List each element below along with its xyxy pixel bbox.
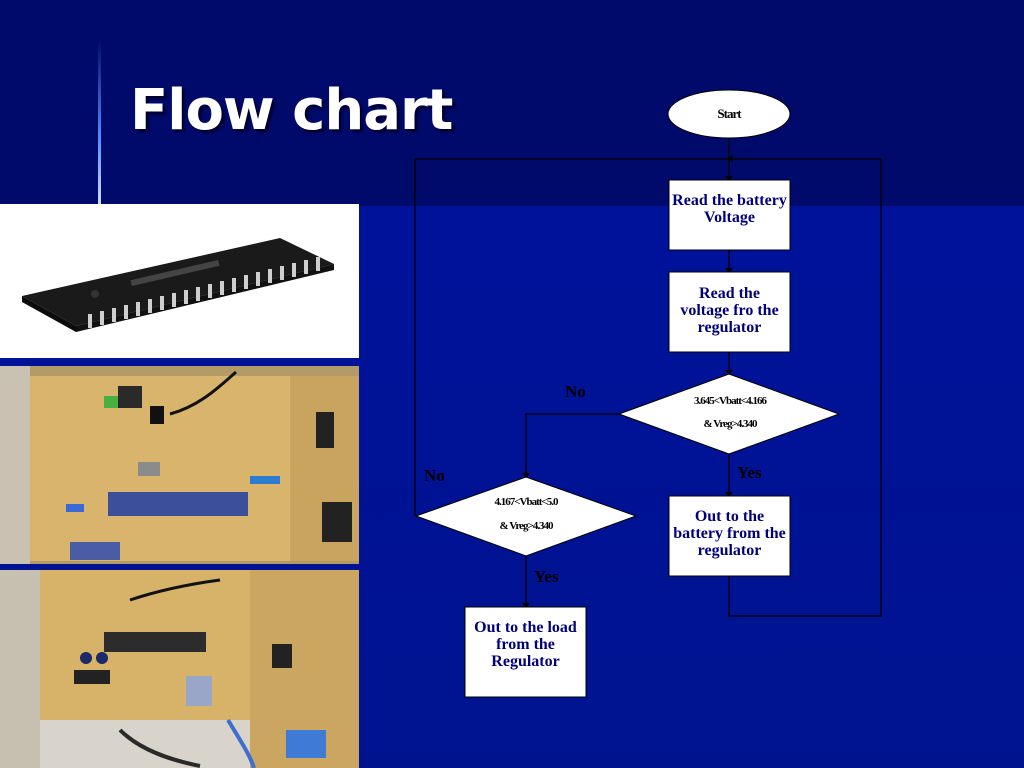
circuit-board-photo-1 [0,366,359,564]
decision-2-line-1: 4.167<Vbatt<5.0 [494,496,559,508]
out-battery-box [668,495,791,577]
out-load-box [464,606,587,698]
read-regulator-label: Read the voltage fro the regulator [680,284,779,336]
accent-line [98,40,101,206]
read-battery-box [668,179,791,251]
arrow-3 [725,370,733,375]
label-yes-1: Yes [737,463,762,482]
decision-1-line-2: & Vreg>4.340 [703,418,758,430]
read-regulator-box [668,271,791,353]
label-no-1: No [565,382,586,401]
title-band [0,0,1024,206]
start-label: Start [717,106,741,121]
arrow-4 [725,492,733,497]
loop-back-left [414,158,729,516]
decision-2 [414,476,638,557]
arrow-1 [725,176,733,181]
arrow-2 [725,268,733,273]
decision-1 [617,373,841,455]
out-battery-label: Out to the battery from the regulator [673,507,786,559]
arrow-6 [522,603,530,608]
circuit-board-photo-2 [0,570,359,768]
arrow-7 [728,155,733,163]
out-load-label: Out to the load from the Regulator [474,618,577,670]
arrow-5 [522,473,530,478]
decision-2-line-2: & Vreg>4.340 [499,520,554,532]
read-battery-label: Read the battery Voltage [672,192,787,226]
connector-no-branch [525,413,620,477]
label-yes-2: Yes [534,567,559,586]
chip-photo [0,204,359,358]
label-no-2: No [424,466,445,485]
slide-title: Flow chart [130,78,453,143]
loop-back-right [728,158,882,617]
start-node [667,89,791,139]
decision-1-line-1: 3.645<Vbatt<4.166 [694,395,767,407]
